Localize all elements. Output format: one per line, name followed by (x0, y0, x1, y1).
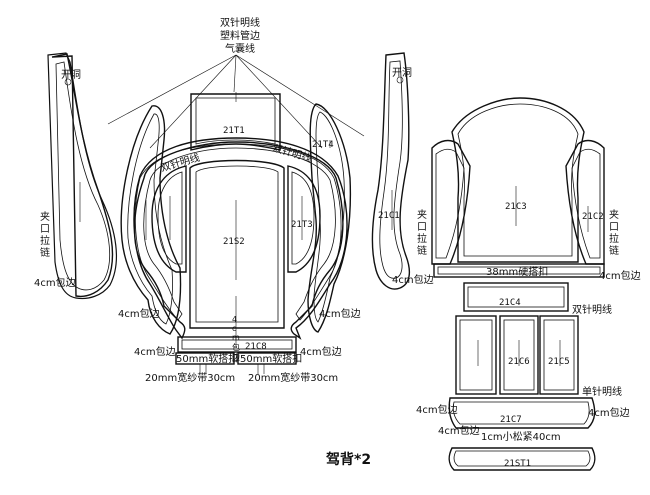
back-frame-band (133, 137, 348, 340)
left-side-insert (151, 165, 187, 273)
drawing-title: 驾背*2 (325, 451, 371, 468)
svg-text:口: 口 (609, 222, 619, 233)
binding-label-right-center: 4cm包边 (319, 307, 361, 320)
clip-zipper-label-right: 夹 口 拉 链 (417, 208, 427, 257)
svg-text:口: 口 (40, 224, 50, 235)
binding-label-c7-bottom: 4cm包边 (438, 424, 480, 437)
binding-label-right-set-left: 4cm包边 (392, 273, 434, 286)
svg-text:边: 边 (232, 352, 240, 362)
svg-text:拉: 拉 (417, 232, 427, 245)
lower-panel-left (455, 315, 497, 395)
right-side-strip (371, 52, 411, 290)
svg-text:链: 链 (417, 244, 427, 257)
svg-text:链: 链 (40, 246, 50, 259)
binding-label-bottom-right: 4cm包边 (300, 345, 342, 358)
piece-21S2 (189, 159, 285, 329)
piece-21C8 (177, 336, 297, 353)
svg-text:c: c (232, 324, 236, 333)
svg-text:链: 链 (609, 244, 619, 257)
code-21C4: 21C4 (499, 298, 521, 308)
svg-text:夹: 夹 (417, 208, 427, 221)
svg-text:口: 口 (417, 222, 427, 233)
gauze-label-right: 20mm宽纱带30cm (248, 371, 338, 384)
right-set-right-wing (565, 139, 605, 265)
top-note: 双针明线 塑料管边 气囊线 (220, 16, 260, 55)
code-21C6: 21C6 (508, 357, 530, 367)
piece-21ST1 (448, 447, 596, 471)
right-set-left-wing (431, 139, 471, 265)
code-21C7: 21C7 (500, 415, 522, 425)
code-21S2: 21S2 (223, 237, 245, 247)
top-note-line-2: 塑料管边 (220, 29, 260, 42)
single-needle-label: 单针明线 (582, 385, 622, 398)
code-21C2: 21C2 (582, 212, 604, 222)
binding-label-left-center: 4cm包边 (118, 307, 160, 320)
svg-text:4: 4 (232, 315, 237, 324)
double-needle-label: 双针明线 (572, 303, 612, 316)
clip-zipper-label-far-right: 夹 口 拉 链 (609, 208, 619, 257)
binding-label-far-right: 4cm包边 (599, 269, 641, 282)
binding-label-c7-left: 4cm包边 (416, 403, 458, 416)
svg-text:夹: 夹 (609, 208, 619, 221)
hard-velcro-label: 38mm硬搭扣 (486, 265, 548, 278)
svg-text:拉: 拉 (609, 232, 619, 245)
piece-21C3 (451, 97, 585, 263)
piece-21T3 (287, 165, 321, 273)
clip-zipper-label-left: 夹 口 拉 链 (40, 210, 50, 259)
left-side-strip (47, 52, 117, 300)
binding-label-bottom-left: 4cm包边 (134, 345, 176, 358)
binding-label-far-left: 4cm包边 (34, 276, 76, 289)
code-21C5: 21C5 (548, 357, 570, 367)
open-hole-label-left: 开洞 (61, 69, 81, 81)
velcro-label-left: 50mm软搭扣 (176, 352, 238, 365)
gauze-label-left: 20mm宽纱带30cm (145, 371, 235, 384)
piece-21C6 (499, 315, 539, 395)
double-needle-arc-left: 双针明线 (159, 151, 201, 175)
left-wing-piece (120, 105, 182, 335)
piece-21C4 (463, 282, 569, 312)
svg-text:夹: 夹 (40, 210, 50, 223)
code-21C3: 21C3 (505, 202, 527, 212)
code-21ST1: 21ST1 (504, 459, 531, 469)
code-21T3: 21T3 (291, 220, 313, 230)
velcro-strips (175, 352, 297, 374)
top-note-line-1: 双针明线 (220, 16, 260, 29)
velcro-label-right: 50mm软搭扣 (240, 352, 302, 365)
top-note-line-3: 气囊线 (225, 42, 255, 55)
open-hole-label-right: 开洞 (392, 67, 412, 79)
piece-21C7 (448, 397, 596, 429)
binding-label-c7-right: 4cm包边 (588, 406, 630, 419)
svg-text:包: 包 (232, 342, 240, 352)
svg-text:拉: 拉 (40, 234, 50, 247)
piece-21T1 (190, 92, 281, 151)
code-21T1: 21T1 (223, 126, 245, 136)
piece-21T4 (307, 103, 352, 333)
code-21C8: 21C8 (245, 342, 267, 352)
piece-21C5 (539, 315, 579, 395)
code-21T4: 21T4 (312, 140, 334, 150)
elastic-label: 1cm小松紧40cm (481, 430, 561, 443)
code-21C1: 21C1 (378, 211, 400, 221)
hard-velcro-strip (433, 263, 605, 278)
